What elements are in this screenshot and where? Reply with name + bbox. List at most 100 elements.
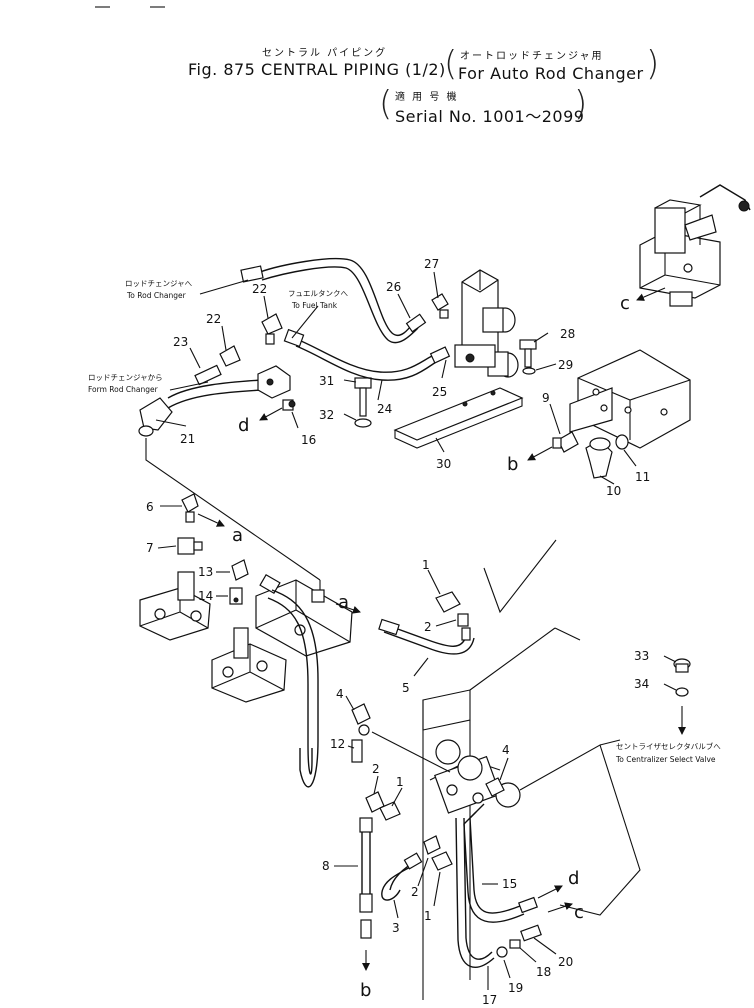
part-number: 17 xyxy=(482,993,497,1007)
rod-changer-valve xyxy=(569,349,691,449)
leader-lines xyxy=(155,271,677,990)
part-number: 18 xyxy=(536,965,551,979)
serial-number: Serial No. 1001～2099 xyxy=(395,107,585,126)
serial-japanese: 適 用 号 機 xyxy=(395,92,459,103)
fitting-2-low xyxy=(423,835,441,855)
bracket-open-icon: ( xyxy=(444,44,458,84)
fitting-6 xyxy=(181,493,199,523)
valve-block-lower xyxy=(211,627,287,703)
part-number: 12 xyxy=(330,737,345,751)
fitting-7 xyxy=(177,537,203,555)
part-number: 1 xyxy=(396,775,404,789)
part-number: 2 xyxy=(411,885,419,899)
note-to-centralizer: To Centralizer Select Valve xyxy=(615,755,716,764)
fitting-9 xyxy=(552,431,579,453)
part-number: 25 xyxy=(432,385,447,399)
part-number: 21 xyxy=(180,432,195,446)
ref-letter-b: b xyxy=(360,980,371,1001)
fitting-22-left xyxy=(219,345,241,367)
ref-arrow xyxy=(527,446,553,461)
part-number: 19 xyxy=(508,981,523,995)
note-to-fuel-tank-jp: フュエルタンクへ xyxy=(288,289,348,298)
ref-arrow xyxy=(537,885,563,899)
part-number: 1 xyxy=(424,909,432,923)
part-number: 29 xyxy=(558,358,573,372)
part-number: 5 xyxy=(402,681,410,695)
leader-line xyxy=(199,279,249,295)
fitting-20 xyxy=(520,924,542,942)
ref-arrow xyxy=(547,902,573,913)
nut-1-low xyxy=(431,851,453,871)
note-to-centralizer-jp: セントライザセレクタバルブへ xyxy=(616,741,721,751)
valve-block-left xyxy=(139,571,211,641)
nut-1-top xyxy=(435,591,461,613)
machine-frame xyxy=(422,627,641,1000)
ref-arrow xyxy=(335,603,361,614)
part-number: 16 xyxy=(301,433,316,447)
part-number: 1 xyxy=(422,558,430,572)
title-japanese: セントラル パイピング xyxy=(262,48,388,59)
fitting-27 xyxy=(431,293,449,319)
ref-arrow xyxy=(636,287,666,301)
ref-letter-a: a xyxy=(338,592,349,613)
variant-english: For Auto Rod Changer xyxy=(458,64,644,83)
part-number: 23 xyxy=(173,335,188,349)
leader-line xyxy=(483,539,557,614)
o-ring-11 xyxy=(615,434,629,450)
part-number: 27 xyxy=(424,257,439,271)
part-number: 31 xyxy=(319,374,334,388)
ref-arrow xyxy=(259,407,283,421)
nut-1-mid xyxy=(379,801,401,821)
tee-block xyxy=(257,365,291,399)
ref-letter-d: d xyxy=(568,868,579,889)
bracket-30 xyxy=(393,387,524,449)
bracket-close-icon: ) xyxy=(646,44,660,84)
gauge-block xyxy=(434,739,521,814)
part-number: 20 xyxy=(558,955,573,969)
o-ring-34 xyxy=(675,687,689,697)
part-number: 13 xyxy=(198,565,213,579)
part-number: 4 xyxy=(336,687,344,701)
fitting-19 xyxy=(496,946,508,958)
note-to-rod-changer-jp: ロッドチェンジャへ xyxy=(125,279,193,288)
fitting-13 xyxy=(231,559,249,581)
bracket-close-icon: ) xyxy=(574,84,588,124)
part-number: 26 xyxy=(386,280,401,294)
plug-33 xyxy=(673,658,691,673)
part-number: 10 xyxy=(606,484,621,498)
variant-japanese: オートロッドチェンジャ用 xyxy=(460,51,604,62)
part-number: 32 xyxy=(319,408,334,422)
leader-line xyxy=(169,381,209,391)
manifold-block xyxy=(454,269,519,378)
fitting-2-top xyxy=(457,613,469,627)
ref-letter-d: d xyxy=(238,415,249,436)
fitting-16 xyxy=(282,399,296,411)
connection-line xyxy=(371,731,451,773)
part-number: 14 xyxy=(198,589,213,603)
bracket-open-icon: ( xyxy=(379,84,393,124)
hose-8 xyxy=(359,817,373,939)
fitting-22 xyxy=(261,313,283,345)
hose-5 xyxy=(378,618,475,655)
ref-arrow xyxy=(197,513,225,527)
washer-32 xyxy=(354,418,372,428)
fitting-14 xyxy=(229,587,243,605)
hose-26 xyxy=(240,257,427,344)
part-number: 28 xyxy=(560,327,575,341)
selector-valve xyxy=(639,184,751,307)
part-number: 2 xyxy=(372,762,380,776)
note-from-rod-changer-jp: ロッドチェンジャから xyxy=(88,373,163,382)
tube-17 xyxy=(455,817,495,968)
part-number: 15 xyxy=(502,877,517,891)
part-number: 2 xyxy=(424,620,432,634)
bolt-31 xyxy=(354,377,372,417)
ref-letter-c: c xyxy=(620,293,630,314)
fitting-4-upper xyxy=(351,703,371,736)
part-number: 3 xyxy=(392,921,400,935)
fitting-18 xyxy=(509,939,521,949)
part-number: 22 xyxy=(252,282,267,296)
part-number: 11 xyxy=(635,470,650,484)
note-from-rod-changer: Form Rod Changer xyxy=(88,385,159,394)
tube-15 xyxy=(463,803,538,923)
